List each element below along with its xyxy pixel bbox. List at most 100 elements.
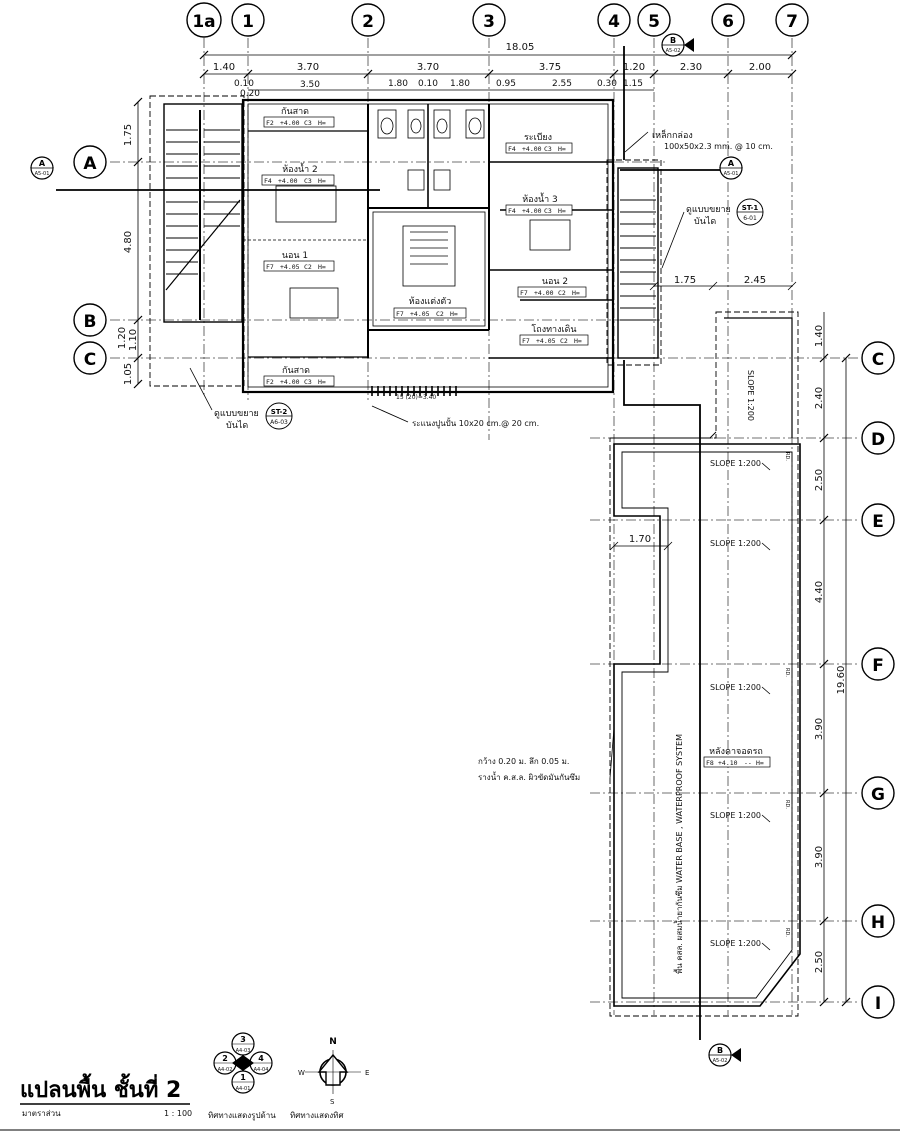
- dim-row1-3: 3.75: [539, 62, 561, 73]
- section-line-A: [56, 169, 720, 191]
- dims-left-labels: 1.75 4.80 1.20 1.10 1.05: [117, 124, 139, 385]
- slope-label: SLOPE 1:200: [710, 939, 761, 948]
- axis-bubble-1a: 1a: [186, 2, 222, 38]
- svg-text:A5-02: A5-02: [666, 48, 681, 54]
- svg-text:A4-04: A4-04: [254, 1067, 269, 1073]
- slope-label: SLOPE 1:200: [710, 459, 761, 468]
- legend-north-caption: ทิศทางแสดงทิศ: [290, 1111, 344, 1120]
- axis-bubble-B: B: [73, 303, 107, 337]
- svg-text:C: C: [84, 350, 96, 370]
- svg-text:+4.05: +4.05: [280, 263, 300, 271]
- svg-text:A6-03: A6-03: [270, 419, 288, 426]
- svg-text:+4.00: +4.00: [522, 145, 542, 153]
- svg-text:นอน 2: นอน 2: [542, 277, 568, 287]
- svg-text:H=: H=: [318, 119, 326, 127]
- svg-text:G: G: [871, 785, 885, 805]
- svg-text:C3: C3: [304, 378, 312, 386]
- dim-row2-8: 1.15: [623, 79, 643, 89]
- svg-text:2: 2: [362, 12, 374, 32]
- north-arrow-icon: N E W S: [298, 1037, 369, 1106]
- rd-label: RD.: [784, 928, 790, 937]
- svg-text:6-01: 6-01: [743, 215, 757, 222]
- svg-text:B: B: [717, 1046, 723, 1055]
- room-hallway: โถงทางเดิน F7 +4.05 C2 H=: [519, 324, 589, 346]
- room-eave-top: กันสาด F2 +4.00 C3 H=: [263, 107, 335, 128]
- svg-text:A: A: [83, 154, 97, 174]
- dim-row2-6: 2.55: [552, 79, 572, 89]
- dims-row2: 0.10 3.50 1.80 0.10 1.80 0.95 2.55 0.30 …: [234, 79, 643, 90]
- rd-label: RD.: [784, 800, 790, 809]
- svg-text:C2: C2: [304, 263, 312, 271]
- axis-bubbles-right: C D E F G H I: [861, 341, 895, 1019]
- dim-right-5: 3.90: [814, 846, 825, 868]
- svg-text:1: 1: [240, 1073, 246, 1082]
- axis-bubbles-top: 1a 1 2 3 4 5 6 7: [186, 2, 809, 38]
- svg-text:A5-02: A5-02: [713, 1058, 728, 1064]
- svg-text:A5-01: A5-01: [35, 171, 50, 177]
- svg-text:ดูแบบขยาย: ดูแบบขยาย: [686, 205, 731, 215]
- svg-text:+4.00: +4.00: [280, 119, 300, 127]
- svg-text:F7: F7: [396, 310, 404, 318]
- dim-right-0: 1.40: [814, 325, 825, 347]
- dim-row2-7: 0.30: [597, 79, 617, 89]
- svg-text:บันได: บันได: [226, 420, 248, 431]
- dims-right-labels: 1.40 2.40 2.50 4.40 3.90 3.90 2.50 19.60: [814, 325, 847, 973]
- drawing-title: แปลนพื้น ชั้นที่ 2: [20, 1073, 181, 1103]
- dim-right-overall: 19.60: [836, 666, 847, 695]
- slope-labels: SLOPE 1:200 SLOPE 1:200 SLOPE 1:200 SLOP…: [710, 370, 761, 948]
- dim-right-2: 2.50: [814, 469, 825, 491]
- legend-section-caption: ทิศทางแสดงรูปด้าน: [208, 1111, 276, 1121]
- axis-bubble-A: A: [73, 145, 107, 179]
- room-carport-roof: หลังคาจอดรถ F8 +4.10 -- H=: [703, 747, 771, 768]
- axis-bubble-7: 7: [775, 3, 809, 37]
- svg-text:ดูแบบขยาย: ดูแบบขยาย: [214, 409, 259, 419]
- room-dressing: ห้องแต่งตัว F7 +4.05 C2 H=: [393, 296, 467, 319]
- svg-text:I: I: [875, 994, 881, 1014]
- dims-row1: 1.40 3.70 3.70 3.75 1.20 2.30 2.00: [213, 62, 771, 73]
- dim-right-1: 2.40: [814, 387, 825, 409]
- svg-text:นอน 1: นอน 1: [282, 251, 308, 261]
- svg-text:A: A: [39, 159, 46, 168]
- svg-text:C2: C2: [560, 337, 568, 345]
- rd-label: RD.: [784, 668, 790, 677]
- building-walls: [241, 98, 615, 394]
- svg-text:H=: H=: [558, 145, 566, 153]
- dim-left-0: 1.75: [123, 124, 134, 146]
- louver-note: ระแนงปูนปั้น 10x20 cm.@ 20 cm.: [412, 417, 539, 429]
- svg-text:H=: H=: [318, 177, 326, 185]
- dim-left-1: 4.80: [123, 231, 134, 253]
- axis-bubble-3: 3: [472, 3, 506, 37]
- svg-text:E: E: [872, 512, 884, 532]
- room-eave-bottom: กันสาด F2 +4.00 C3 H=: [263, 366, 335, 387]
- svg-text:F7: F7: [522, 337, 530, 345]
- dim-row2-3: 0.10: [418, 79, 438, 89]
- dimensions-top: [204, 54, 792, 91]
- dims-mid: [649, 281, 797, 291]
- svg-text:A5-01: A5-01: [724, 171, 739, 177]
- svg-text:H=: H=: [558, 207, 566, 215]
- dim-row1-2: 3.70: [417, 62, 439, 73]
- svg-text:F7: F7: [520, 289, 528, 297]
- dim-terrace-step: 1.70: [629, 534, 651, 545]
- legend-section-symbol: 3 A4-03 2 A4-02 4 A4-04 1 A4-01: [213, 1032, 273, 1094]
- svg-text:+4.00: +4.00: [280, 378, 300, 386]
- svg-text:+4.00: +4.00: [522, 207, 542, 215]
- axis-bubble-6: 6: [711, 3, 745, 37]
- svg-text:โถงทางเดิน: โถงทางเดิน: [531, 324, 576, 335]
- svg-text:+4.05: +4.05: [536, 337, 556, 345]
- svg-text:H=: H=: [450, 310, 458, 318]
- axis-bubble-E: E: [861, 503, 895, 537]
- terrace-step-dim: [609, 541, 673, 551]
- svg-text:C3: C3: [544, 145, 552, 153]
- svg-text:F: F: [872, 656, 884, 676]
- gutter-note-1: กว้าง 0.20 ม. ลึก 0.05 ม.: [478, 757, 569, 766]
- dim-row1-5: 2.30: [680, 62, 702, 73]
- svg-text:+4.00: +4.00: [534, 289, 554, 297]
- stair-right: [606, 159, 662, 366]
- svg-text:4: 4: [608, 12, 620, 32]
- room-balcony: ระเบียง F4 +4.00 C3 H=: [505, 132, 573, 154]
- rd-label: RD.: [784, 452, 790, 461]
- dim-top-small: 0.20: [240, 89, 260, 99]
- axis-bubble-D: D: [861, 421, 895, 455]
